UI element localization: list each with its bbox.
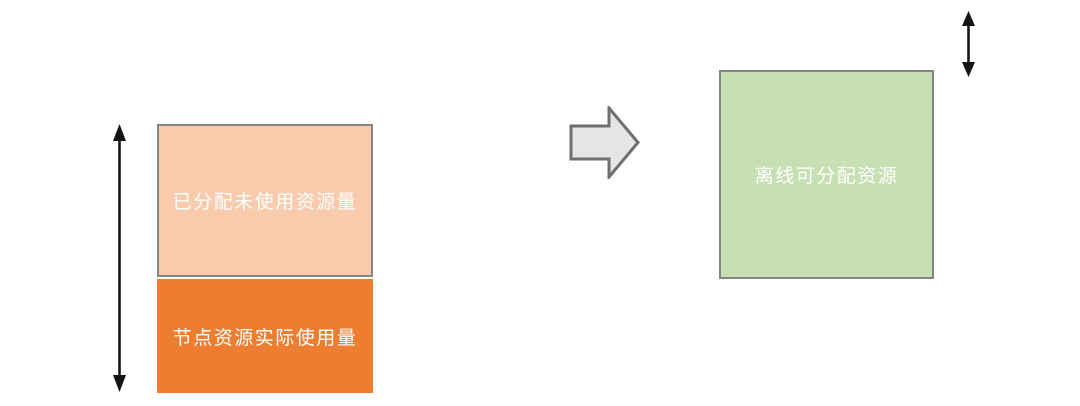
offline-allocatable-label: 离线可分配资源 — [754, 166, 899, 187]
offline-range-arrow-icon — [962, 11, 975, 77]
node-resource-stack: 已分配未使用资源量 节点资源实际使用量 — [157, 124, 373, 393]
node-total-range-arrow-icon — [113, 124, 126, 392]
offline-allocatable-box: 离线可分配资源 — [719, 70, 934, 279]
actual-usage-box: 节点资源实际使用量 — [157, 279, 373, 393]
allocated-unused-box: 已分配未使用资源量 — [157, 124, 373, 277]
transform-right-block-arrow-icon — [569, 106, 640, 179]
allocated-unused-label: 已分配未使用资源量 — [172, 192, 358, 213]
actual-usage-label: 节点资源实际使用量 — [172, 327, 358, 349]
